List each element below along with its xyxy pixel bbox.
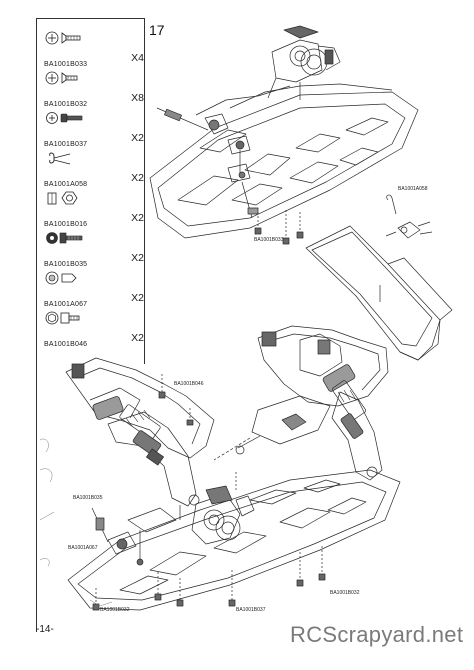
socket-head-screw-icon [45,311,80,325]
part-quantity: X2 [131,172,144,184]
front-left-suspension [65,357,215,520]
step-number: 17 [149,22,165,38]
button-head-screw-icon [46,112,83,124]
lock-nut-icon [47,191,78,205]
front-left-shock [92,396,164,466]
lower-steering-linkage [91,507,177,566]
front-gearbox [191,485,255,545]
rear-wing [305,225,453,361]
part-row-ba1001b046: BA1001B046 X2 [44,308,144,348]
part-code: BA1001B016 [44,221,88,228]
sketch-marks [39,438,113,607]
upper-gearbox [267,25,341,100]
callout-label: BA1001B046 [174,381,204,387]
callout-label: BA1001B035 [73,495,103,501]
part-row-ba1001b032: BA1001B032 X8 [44,68,144,108]
flat-head-screw-icon [45,31,81,45]
part-code: BA1001B037 [44,141,88,148]
part-row-ba1001b016: BA1001B016 X2 [44,188,144,228]
lower-screws [92,374,326,611]
part-code: BA1001B046 [44,341,88,348]
upper-chassis-plate [149,83,419,239]
body-clip-icon [49,152,71,165]
callout-label: BA1001A067 [68,545,98,551]
part-quantity: X2 [131,212,144,224]
frame-top-border [36,18,144,19]
part-quantity: X2 [131,252,144,264]
cap-screw-icon [46,232,83,244]
callout-label: BA1001B037 [236,607,266,613]
upper-screws [254,210,304,245]
part-quantity: X2 [131,332,144,344]
part-quantity: X8 [131,92,144,104]
watermark: RCScrapyard.net [290,622,464,647]
page-number: -14- [36,624,54,635]
lower-chassis [67,469,401,611]
part-quantity: X4 [131,52,144,64]
part-row-ba1001b035: BA1001B035 X2 [44,228,144,268]
part-code: BA1001B033 [44,61,88,68]
part-quantity: X2 [131,132,144,144]
part-code: BA1001B032 [44,101,88,108]
part-row-ba1001a067: BA1001A067 X2 [44,268,144,308]
part-code: BA1001B035 [44,261,88,268]
callout-label: BA1001A058 [398,186,428,192]
part-row-ba1001a058: BA1001A058 X2 [44,148,144,188]
middle-bulkhead [213,395,331,461]
part-code: BA1001A067 [44,301,88,308]
callout-label: BA1001B032 [330,590,360,596]
part-row-ba1001b037: BA1001B037 X2 [44,108,144,148]
rear-right-suspension [257,325,389,481]
rear-right-shock [322,364,367,439]
callout-label: BA1001B033 [254,237,284,243]
callout-label: BA1001B032 [100,607,130,613]
part-quantity: X2 [131,292,144,304]
flat-head-screw-icon [45,71,78,85]
parts-list-divider [144,18,145,364]
part-row-ba1001b033: BA1001B033 X4 [44,28,144,68]
upper-steering-linkage [156,107,259,219]
part-code: BA1001A058 [44,181,88,188]
frame-left-border [36,18,37,632]
wing-mount-clips [385,194,433,239]
ball-end-icon [45,271,77,285]
